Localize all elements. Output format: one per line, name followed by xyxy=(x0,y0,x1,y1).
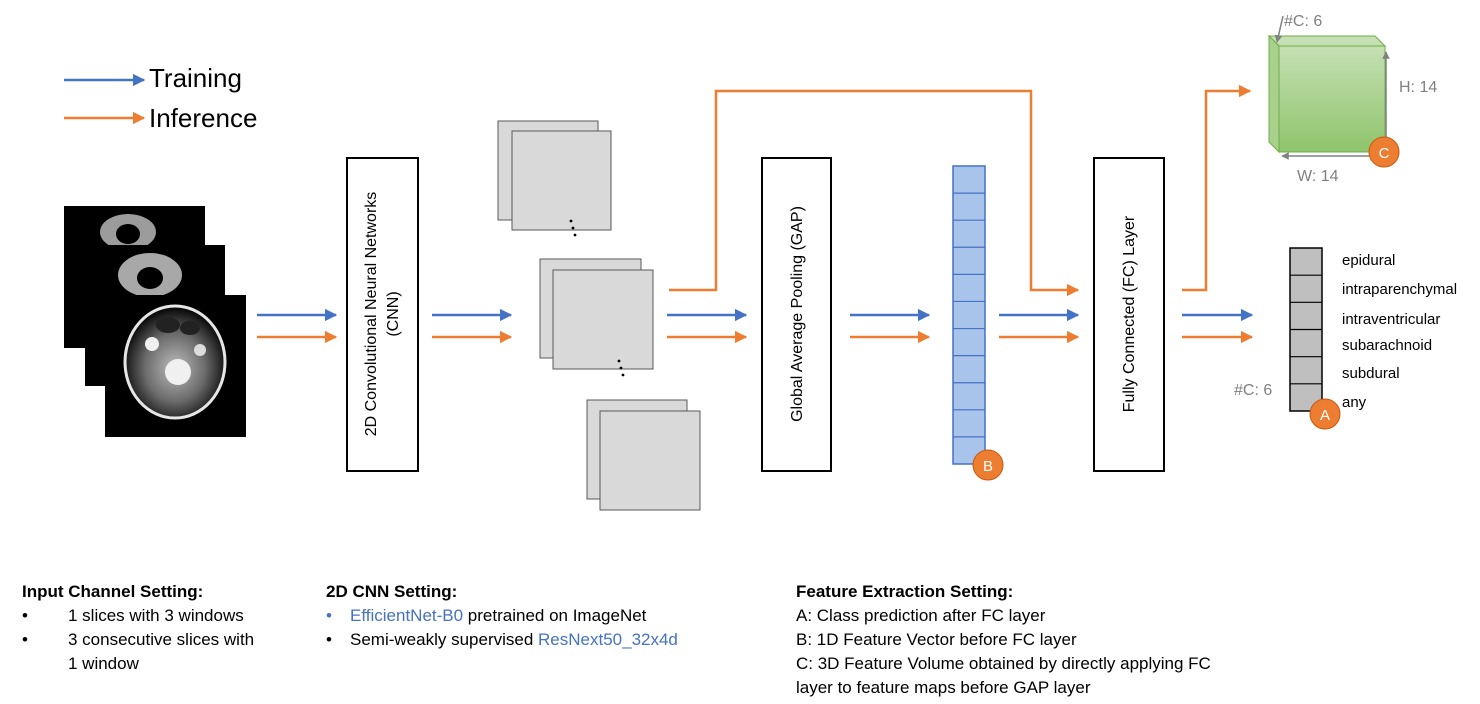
marker-b-label: B xyxy=(983,458,993,475)
volume-channels-label: #C: 6 xyxy=(1284,13,1322,30)
class-name-subarachnoid: subarachnoid xyxy=(1342,337,1432,354)
marker-a-label: A xyxy=(1320,407,1330,424)
input-setting-list: • 1 slices with 3 windows • 3 consecutiv… xyxy=(22,604,312,676)
efficientnet-link[interactable]: EfficientNet-B0 xyxy=(350,606,464,625)
class-prediction: #C: 6 xyxy=(1234,247,1323,412)
class-name-any: any xyxy=(1342,394,1367,411)
cnn-item-1-text: pretrained on ImageNet xyxy=(463,606,647,625)
input-setting-item-1: 1 slices with 3 windows xyxy=(68,606,244,625)
cnn-setting: 2D CNN Setting: • EfficientNet-B0 pretra… xyxy=(326,580,766,652)
cnn-setting-title: 2D CNN Setting: xyxy=(326,582,458,601)
feature-setting-line-b: B: 1D Feature Vector before FC layer xyxy=(796,630,1077,649)
input-setting-item-2: 3 consecutive slices with xyxy=(68,630,255,649)
marker-c: C xyxy=(1368,136,1400,168)
ct-slice-front xyxy=(105,295,246,437)
feature-setting-title: Feature Extraction Setting: xyxy=(796,582,1014,601)
marker-c-label: C xyxy=(1379,145,1390,162)
feature-volume: #C: 6 H: 14 W: 14 xyxy=(1267,13,1437,185)
volume-height-label: H: 14 xyxy=(1399,79,1437,96)
cnn-block: 2D Convolutional Neural Networks (CNN) xyxy=(346,157,419,472)
input-setting-item: • 1 slices with 3 windows xyxy=(22,604,312,628)
cnn-item-2-text: Semi-weakly supervised xyxy=(350,630,539,649)
class-name-intraparenchymal: intraparenchymal xyxy=(1342,281,1457,298)
input-setting-title: Input Channel Setting: xyxy=(22,582,204,601)
bullet: • xyxy=(22,606,28,625)
input-setting-item-3: 1 window xyxy=(68,654,139,673)
inference-legend-label: Inference xyxy=(149,103,257,133)
gap-block: Global Average Pooling (GAP) xyxy=(761,157,832,472)
marker-b: B xyxy=(972,449,1004,481)
input-setting-item-continued: 1 window xyxy=(22,652,312,676)
inference-bypass-arrow xyxy=(669,89,1080,297)
class-names: epidural intraparenchymal intraventricul… xyxy=(1342,252,1457,411)
feature-maps xyxy=(497,120,701,511)
input-ct-slices xyxy=(64,206,246,437)
cnn-setting-item-1: • EfficientNet-B0 pretrained on ImageNet xyxy=(326,604,766,628)
volume-width-label: W: 14 xyxy=(1297,168,1339,185)
training-legend-label: Training xyxy=(149,63,242,93)
prediction-channels-label: #C: 6 xyxy=(1234,382,1272,399)
marker-a: A xyxy=(1309,398,1341,430)
resnext-link[interactable]: ResNext50_32x4d xyxy=(538,630,678,649)
class-name-subdural: subdural xyxy=(1342,365,1400,382)
gap-label: Global Average Pooling (GAP) xyxy=(789,206,806,422)
fc-block: Fully Connected (FC) Layer xyxy=(1093,157,1165,472)
cnn-label-line1: 2D Convolutional Neural Networks xyxy=(363,192,380,437)
bullet: • xyxy=(326,606,332,625)
feature-setting-line-c: C: 3D Feature Volume obtained by directl… xyxy=(796,654,1211,673)
bullet: • xyxy=(22,630,28,649)
input-setting-item: • 3 consecutive slices with xyxy=(22,628,312,652)
feature-setting-line-a: A: Class prediction after FC layer xyxy=(796,606,1046,625)
class-name-intraventricular: intraventricular xyxy=(1342,311,1440,328)
bullet: • xyxy=(326,630,332,649)
cnn-setting-item-2: • Semi-weakly supervised ResNext50_32x4d xyxy=(326,628,766,652)
feature-setting-line-c-cont: layer to feature maps before GAP layer xyxy=(796,678,1091,697)
feature-extraction-setting: Feature Extraction Setting: A: Class pre… xyxy=(796,580,1316,700)
inference-arrow-volume xyxy=(1182,84,1252,292)
cnn-setting-list: • EfficientNet-B0 pretrained on ImageNet… xyxy=(326,604,766,652)
fc-label: Fully Connected (FC) Layer xyxy=(1121,215,1138,412)
channel-arrow xyxy=(1274,15,1284,43)
legend: Training Inference xyxy=(64,63,257,133)
cnn-label-line2: (CNN) xyxy=(385,291,402,336)
input-channel-setting: Input Channel Setting: • 1 slices with 3… xyxy=(22,580,312,676)
class-name-epidural: epidural xyxy=(1342,252,1395,269)
feature-vector xyxy=(952,165,986,465)
